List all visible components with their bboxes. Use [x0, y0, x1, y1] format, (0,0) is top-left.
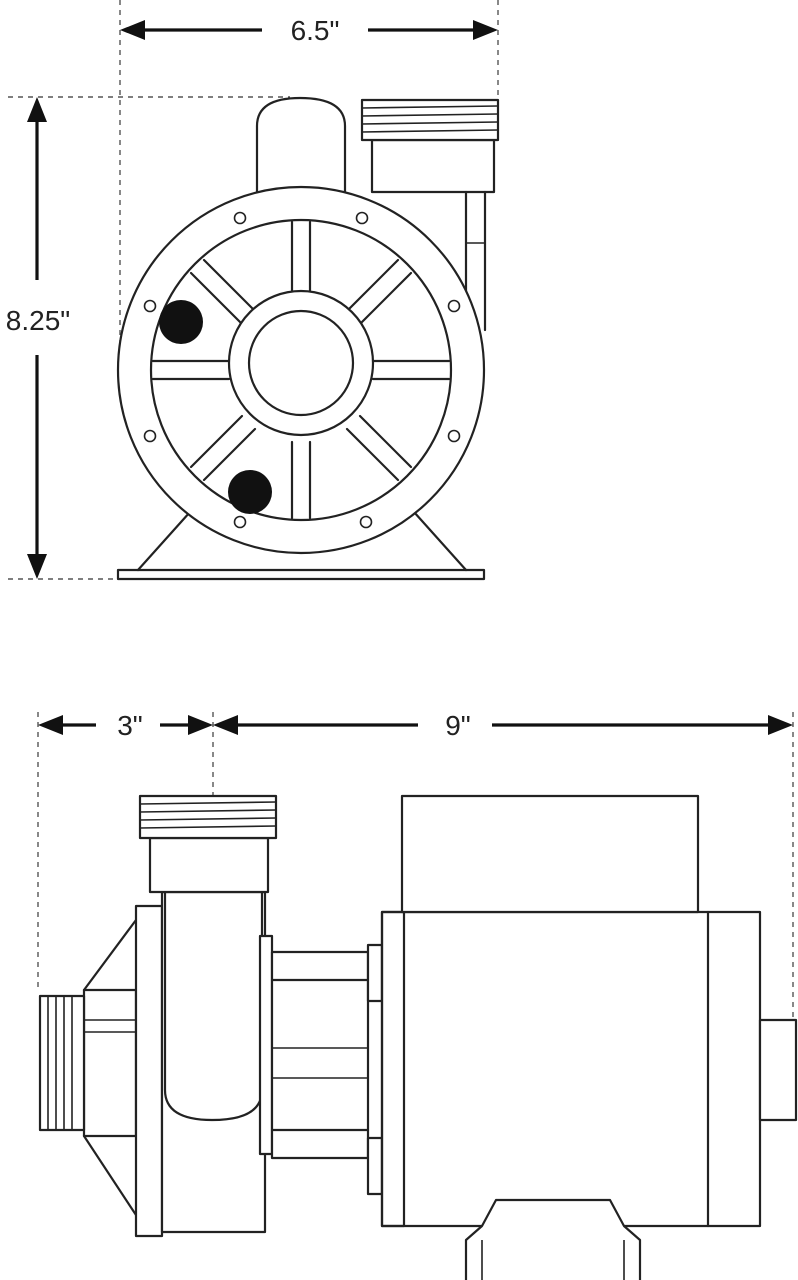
- motor-front-band: [380, 910, 406, 1228]
- front-discharge-fitting: [360, 98, 500, 332]
- housing-inner-ring: [149, 218, 453, 522]
- drain-plug-upper: [159, 300, 203, 344]
- housing-spokes: [151, 220, 451, 520]
- suction-fitting: [38, 918, 138, 1217]
- length-dimension-arrow: [213, 715, 793, 735]
- side-discharge-fitting: [138, 794, 278, 894]
- offset-dimension-label: 3": [117, 710, 143, 741]
- front-inlet-stub: [255, 96, 347, 202]
- bolt-holes: [143, 211, 461, 529]
- side-flange-plate: [134, 904, 164, 1238]
- motor-capacitor-box: [400, 794, 700, 914]
- width-dimension-label: 6.5": [291, 15, 340, 46]
- offset-dimension-arrow: [38, 715, 213, 735]
- side-adapter: [270, 943, 384, 1196]
- width-dimension-arrow: [120, 20, 498, 40]
- motor-body: [380, 910, 762, 1228]
- side-back-plate: [258, 934, 274, 1156]
- height-dimension-arrow: [27, 97, 47, 579]
- height-dimension-label: 8.25": [6, 305, 70, 336]
- length-dimension-label: 9": [445, 710, 471, 741]
- front-view: 6.5" 8.25": [6, 0, 500, 581]
- housing-hub-outer: [227, 289, 375, 437]
- side-volute-elbow: [160, 890, 267, 1234]
- motor-foot: [464, 1198, 642, 1280]
- side-view: 3" 9": [37, 710, 798, 1280]
- motor-end-cap: [758, 1018, 798, 1122]
- drain-plug-lower: [228, 470, 272, 514]
- housing-hub-inner: [247, 309, 355, 417]
